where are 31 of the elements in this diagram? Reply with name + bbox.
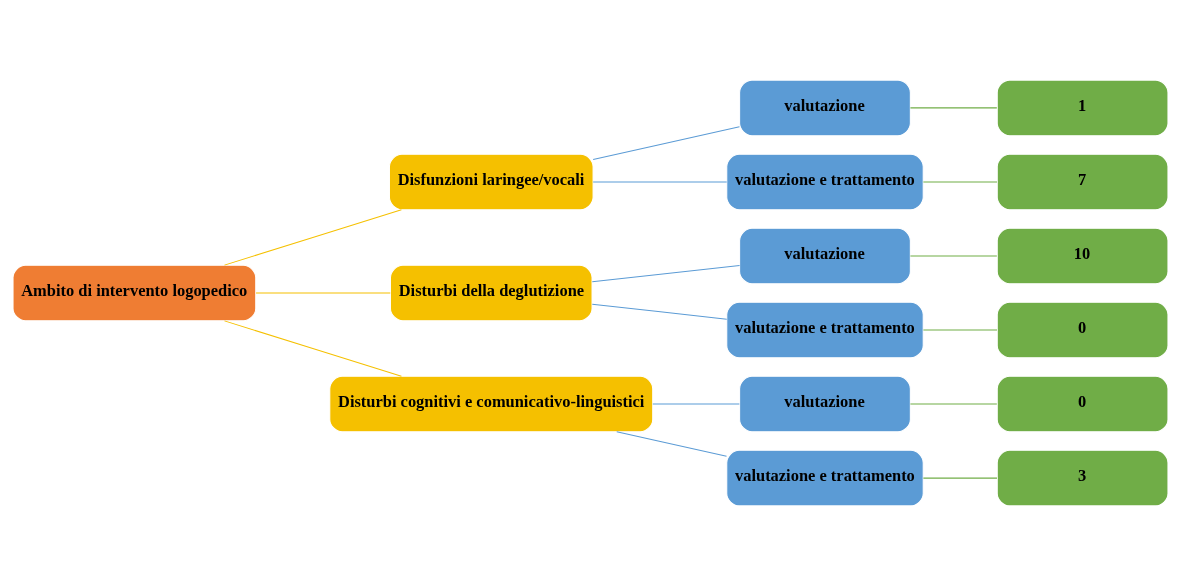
node-box: 1 — [996, 79, 1169, 137]
node-box: Ambito di intervento logopedico — [12, 264, 257, 322]
node-box: 0 — [996, 301, 1169, 359]
node-box: 7 — [996, 153, 1169, 211]
node-box: 3 — [996, 449, 1169, 507]
connector — [909, 107, 998, 109]
connector — [909, 255, 998, 257]
connector — [616, 431, 728, 457]
node-box: valutazione e trattamento — [726, 153, 924, 211]
connector — [592, 181, 728, 183]
connector — [223, 320, 402, 377]
connector — [255, 292, 391, 294]
node-box: 0 — [996, 375, 1169, 433]
node-box: Disturbi della deglutizione — [389, 264, 593, 322]
connector — [909, 403, 998, 405]
node-box: valutazione — [739, 79, 911, 137]
connector — [922, 477, 998, 479]
connector — [592, 126, 740, 160]
node-box: Disfunzioni laringee/vocali — [388, 153, 594, 211]
node-box: valutazione e trattamento — [726, 301, 924, 359]
node-box: Disturbi cognitivi e comunicativo-linguistici — [329, 375, 654, 433]
node-box: valutazione — [739, 227, 911, 285]
connector — [591, 303, 728, 320]
connector — [652, 403, 740, 405]
connector — [922, 181, 998, 183]
connector — [223, 209, 402, 266]
connector — [922, 329, 998, 331]
node-box: 10 — [996, 227, 1169, 285]
node-box: valutazione — [739, 375, 911, 433]
connector — [591, 264, 741, 283]
node-box: valutazione e trattamento — [726, 449, 924, 507]
